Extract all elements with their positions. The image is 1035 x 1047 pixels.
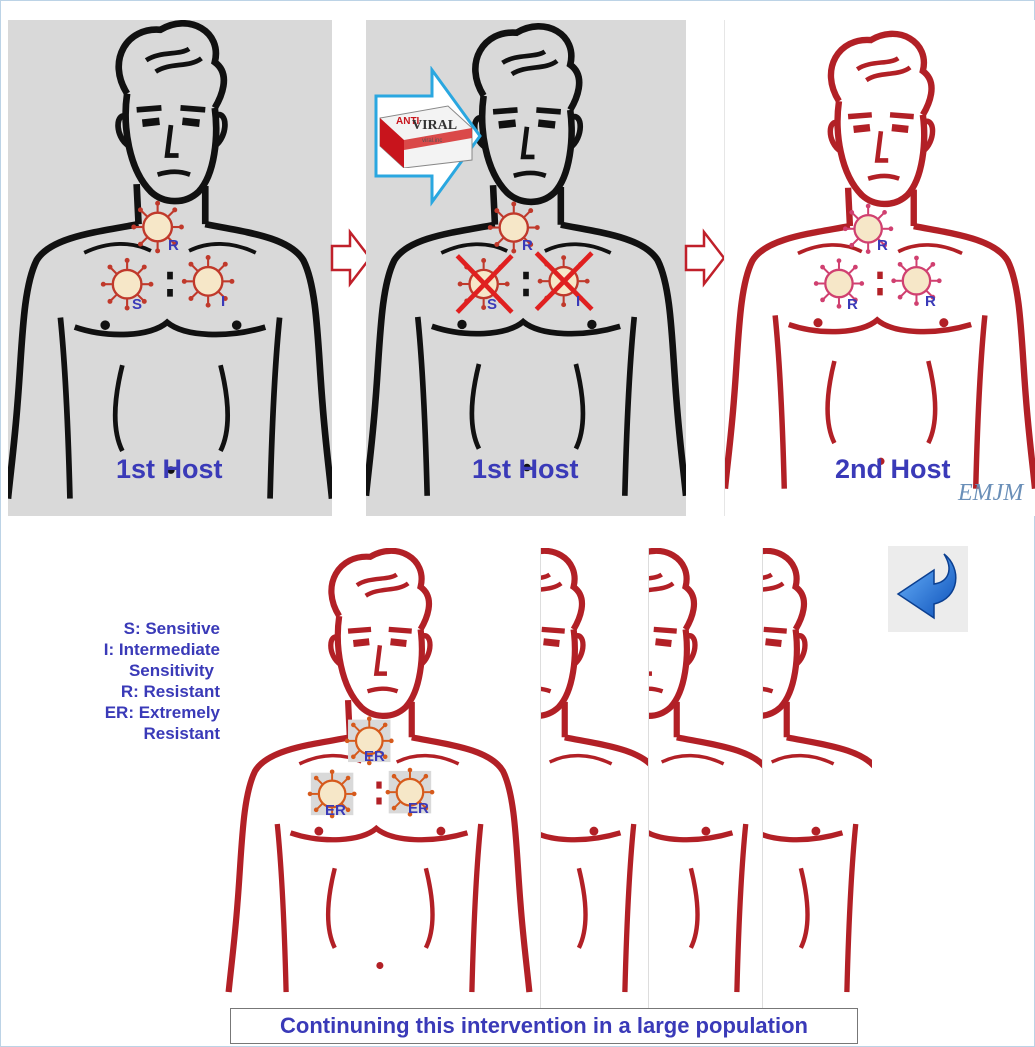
host-label: 1st Host (116, 454, 223, 485)
population-host-stack (760, 548, 872, 1008)
antiviral-box-icon: ANTI VIRAL viral.inc (378, 98, 474, 168)
host-label: 2nd Host (835, 454, 951, 485)
virus-label-er: ER (325, 802, 346, 819)
virus-label-r: R (877, 237, 888, 254)
virus-label-r: R (522, 237, 533, 254)
legend-item: ER: Extremely (60, 702, 220, 723)
legend-item: S: Sensitive (60, 618, 220, 639)
host-label: 1st Host (472, 454, 579, 485)
caption: Continuning this intervention in a large… (230, 1008, 858, 1044)
drug-text-small: viral.inc (422, 138, 442, 144)
flow-arrow-icon (684, 228, 728, 290)
population-host-stack (646, 548, 763, 1008)
drug-text-viral: VIRAL (412, 118, 457, 134)
panel-host-extreme: ER ER ER (218, 548, 541, 1008)
virus-label-r: R (847, 296, 858, 313)
legend: S: Sensitive I: Intermediate Sensitivity… (60, 618, 220, 744)
legend-item: Sensitivity (60, 660, 220, 681)
virus-label-er: ER (408, 800, 429, 817)
panel-host-2: R R R 2nd Host (724, 20, 1035, 516)
virus-label-r: R (925, 293, 936, 310)
return-arrow-icon (888, 546, 968, 632)
virus-icon (101, 258, 154, 311)
virus-label-i: I (221, 293, 225, 310)
population-host-stack (538, 548, 649, 1008)
legend-item: Resistant (60, 723, 220, 744)
panel-host-1: R S I 1st Host (8, 20, 332, 516)
virus-label-er: ER (364, 748, 385, 765)
torso-figure-black (8, 20, 332, 516)
virus-label-s: S (487, 296, 497, 313)
torso-figure-red (725, 20, 1035, 516)
legend-item: R: Resistant (60, 681, 220, 702)
legend-item: I: Intermediate (60, 639, 220, 660)
virus-label-r: R (168, 237, 179, 254)
torso-figure-red (218, 548, 540, 1008)
signature: EMJM (958, 480, 1023, 507)
virus-label-i: I (576, 293, 580, 310)
virus-icon (182, 255, 235, 308)
virus-label-s: S (132, 296, 142, 313)
